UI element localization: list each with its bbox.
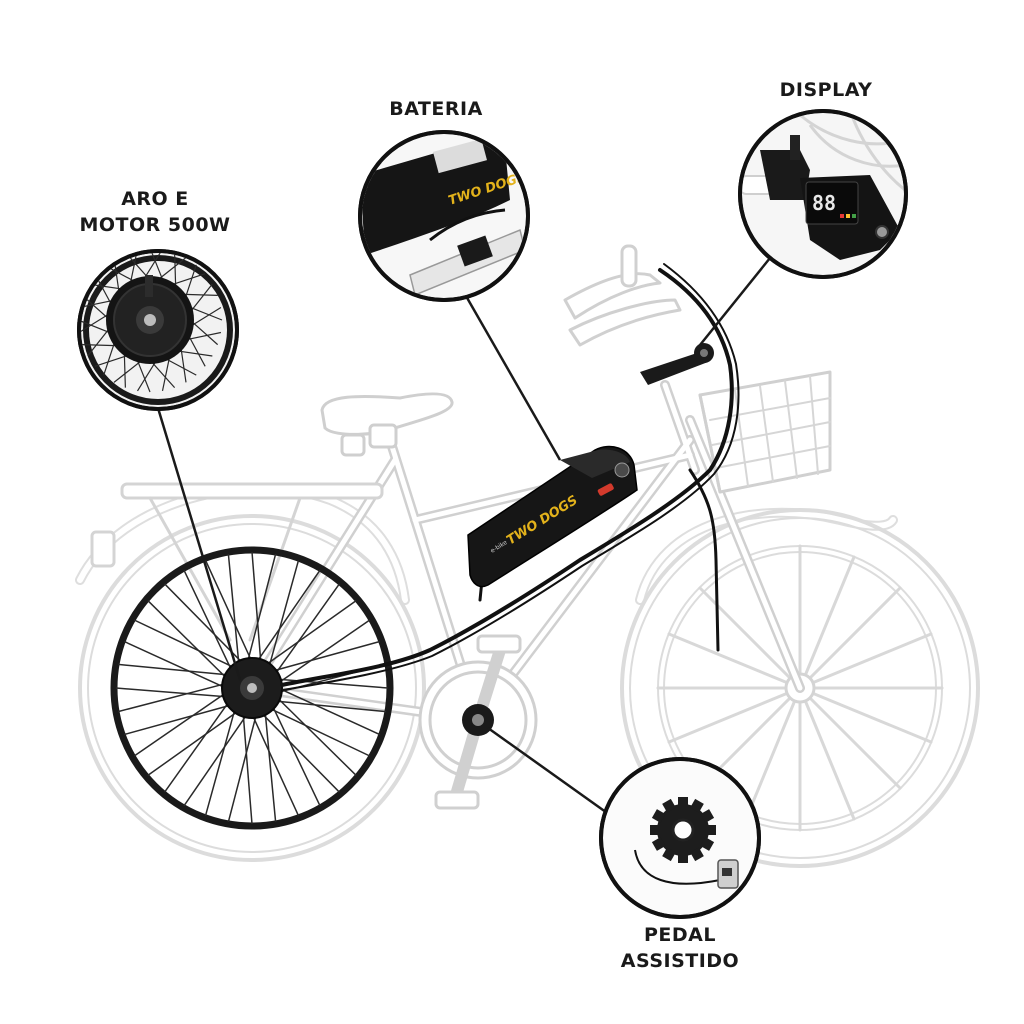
label-bateria-text: BATERIA	[389, 98, 483, 120]
label-pedal-line2: ASSISTIDO	[620, 950, 740, 972]
label-display-text: DISPLAY	[779, 79, 873, 101]
pas-tooth	[650, 825, 660, 835]
spoke	[274, 700, 387, 713]
spoke	[163, 700, 231, 793]
spoke	[117, 663, 230, 676]
spoke	[124, 704, 233, 736]
pas-tooth	[651, 809, 666, 823]
spoke	[268, 707, 371, 757]
leader-display	[699, 257, 771, 346]
spoke	[273, 583, 341, 676]
spoke	[169, 273, 206, 286]
callout-display: 88	[738, 109, 908, 279]
label-aro-line1: ARO E	[121, 188, 189, 210]
spoke	[161, 354, 171, 392]
spoke	[227, 553, 240, 666]
spoke	[156, 257, 187, 282]
saddle	[320, 392, 454, 457]
spoke	[188, 283, 213, 314]
spoke	[246, 553, 277, 663]
spoke	[277, 619, 371, 685]
spoke	[94, 354, 131, 367]
pas-tooth	[690, 847, 704, 862]
spoke	[204, 707, 236, 816]
pas-tooth	[690, 798, 704, 813]
pas-tooth	[662, 847, 676, 862]
label-pedal-line1: PEDAL	[644, 924, 716, 946]
battery-pack: TWO DOGS e-bike	[467, 445, 638, 588]
spoke	[251, 713, 300, 817]
leader-pedal	[487, 726, 611, 817]
rear-rack	[90, 482, 384, 642]
label-aro-motor: ARO E MOTOR 500W	[70, 186, 240, 238]
spoke	[183, 713, 249, 807]
spoke	[275, 696, 357, 776]
pas-tooth	[706, 825, 716, 835]
spoke	[187, 333, 206, 367]
spoke	[271, 640, 380, 672]
pas-tooth	[700, 837, 715, 851]
pas-tooth	[678, 797, 688, 807]
pas-sensor-on-bike	[462, 704, 494, 736]
spoke	[133, 619, 236, 669]
spoke	[136, 359, 158, 392]
spoke	[204, 559, 253, 663]
label-display: DISPLAY	[770, 77, 882, 103]
handlebar	[563, 244, 682, 347]
stem-display	[640, 343, 714, 385]
spoke	[113, 358, 144, 383]
spoke	[242, 712, 253, 825]
spoke	[82, 344, 120, 347]
spoke	[81, 319, 113, 335]
callout-battery: TWO DOGS	[358, 130, 530, 302]
spoke	[183, 569, 233, 672]
spoke	[147, 709, 240, 777]
label-bateria: BATERIA	[380, 96, 492, 122]
spoke	[133, 691, 227, 757]
spoke	[264, 599, 357, 667]
wiring-harness	[280, 263, 740, 691]
pas-tooth	[700, 809, 715, 823]
spoke	[260, 711, 340, 793]
display-digits: 88	[812, 191, 836, 215]
spoke	[189, 306, 222, 328]
spoke	[271, 704, 321, 807]
spoke	[117, 682, 227, 713]
spoke	[180, 293, 218, 296]
leader-motor	[156, 407, 242, 681]
spoke	[251, 551, 262, 664]
bicycle-outline	[75, 244, 980, 868]
spoke	[123, 640, 227, 689]
spoke	[227, 713, 258, 823]
label-aro-line2: MOTOR 500W	[79, 214, 231, 236]
spoke	[255, 569, 321, 663]
spoke	[277, 687, 381, 736]
rear-fender	[75, 483, 410, 605]
spoke	[147, 600, 229, 680]
pas-tooth	[662, 798, 676, 813]
callout-pedal-assist	[599, 757, 761, 919]
spoke	[264, 710, 277, 823]
pas-tooth	[651, 837, 666, 851]
leader-battery	[464, 295, 562, 461]
spoke	[180, 345, 187, 383]
pas-tooth	[678, 853, 688, 863]
spoke	[115, 687, 228, 698]
spoke	[268, 560, 300, 669]
label-pedal-assistido: PEDAL ASSISTIDO	[610, 922, 750, 974]
rear-wheel-tyre	[78, 514, 426, 862]
rear-wheel-motor	[110, 546, 394, 830]
leader-lines	[156, 257, 771, 817]
callout-motor	[77, 249, 239, 411]
